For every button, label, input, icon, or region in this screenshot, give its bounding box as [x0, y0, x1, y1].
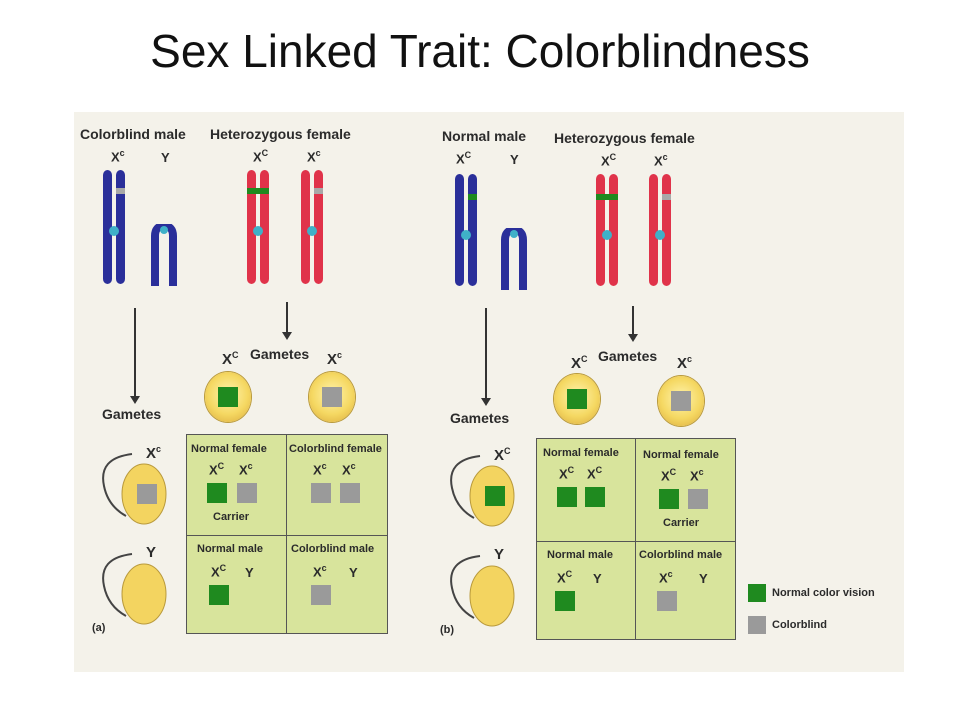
arrow-female-b [628, 306, 638, 342]
cell-a0-allele1: XC [209, 461, 225, 478]
legend-colorblind-label: Colorblind [772, 619, 827, 631]
gametes-female-a: Gametes [250, 346, 310, 362]
cell-b0-allele1: XC [559, 465, 575, 482]
colorblind-allele-square [688, 489, 708, 509]
sperm-cell-a2 [102, 553, 167, 625]
male-y-allele-b: Y [510, 152, 519, 167]
normal-allele-square [218, 387, 238, 407]
normal-allele-square [557, 487, 577, 507]
arrow-male-a [130, 308, 140, 404]
cell-a1-allele2: Xc [342, 461, 356, 478]
colorblind-allele-square [311, 585, 331, 605]
male-x-allele-b: XC [456, 150, 472, 167]
female-x2-chromosome-a [301, 170, 323, 284]
sperm-cell-b2 [450, 555, 515, 627]
cell-a3-title: Colorblind male [291, 543, 375, 555]
cell-a2-allele1: XC [211, 563, 227, 580]
cell-b3-allele2: Y [699, 571, 708, 586]
cell-b0-allele2: XC [587, 465, 603, 482]
sperm2-allele-b: Y [494, 546, 505, 563]
colorblind-allele-square [340, 483, 360, 503]
male-x-allele-a: Xc [111, 148, 125, 165]
legend-colorblind-swatch [748, 616, 766, 634]
egg1-allele-a: XC [222, 350, 239, 368]
page-title: Sex Linked Trait: Colorblindness [150, 25, 810, 77]
female-x2-chromosome-b [649, 174, 671, 286]
sperm1-allele-a: Xc [146, 444, 162, 462]
male-x-chromosome-b [455, 174, 477, 286]
male-y-allele-a: Y [161, 150, 170, 165]
normal-allele-square [207, 483, 227, 503]
egg-cell-b1 [554, 374, 600, 424]
female-x1-chromosome-a [247, 170, 269, 284]
normal-allele-square [585, 487, 605, 507]
cell-a2-allele2: Y [245, 565, 254, 580]
sperm2-allele-a: Y [146, 544, 157, 561]
gametes-male-b: Gametes [450, 410, 510, 426]
punnett-square-b: Normal female XC XC Normal female XC Xc … [536, 438, 736, 640]
arrow-male-b [481, 308, 491, 406]
egg2-allele-b: Xc [677, 354, 693, 372]
female-x2-allele-a: Xc [307, 148, 321, 165]
cell-a0-note: Carrier [213, 511, 250, 523]
male-y-chromosome-a [151, 224, 177, 286]
cell-b2-title: Normal male [547, 549, 614, 561]
normal-allele-square [567, 389, 587, 409]
female-x2-allele-b: Xc [654, 152, 668, 169]
legend-normal-swatch [748, 584, 766, 602]
normal-allele-square [659, 489, 679, 509]
egg1-allele-b: XC [571, 354, 588, 372]
egg-cell-a2 [309, 372, 355, 422]
colorblind-allele-square [657, 591, 677, 611]
egg2-allele-a: Xc [327, 350, 343, 368]
cell-b2-allele1: XC [557, 569, 573, 586]
female-x1-chromosome-b [596, 174, 618, 286]
cell-a0-title: Normal female [191, 443, 267, 455]
legend-normal-label: Normal color vision [772, 587, 875, 599]
panel-tag-b: (b) [440, 624, 455, 636]
panel-tag-a: (a) [92, 622, 106, 634]
normal-allele-square [209, 585, 229, 605]
cell-a3-allele2: Y [349, 565, 358, 580]
normal-allele-square [555, 591, 575, 611]
cell-b3-title: Colorblind male [639, 549, 723, 561]
colorblind-allele-square [237, 483, 257, 503]
sperm-cell-b1 [450, 455, 515, 527]
cell-b0-title: Normal female [543, 447, 619, 459]
cell-b1-note: Carrier [663, 517, 700, 529]
gametes-male-a: Gametes [102, 406, 162, 422]
arrow-female-a [282, 302, 292, 340]
cell-b1-allele2: Xc [690, 467, 704, 484]
colorblind-allele-square [322, 387, 342, 407]
cell-b1-title: Normal female [643, 449, 719, 461]
male-y-chromosome-b [501, 228, 527, 290]
heterozygous-female-label-a: Heterozygous female [210, 126, 351, 142]
colorblind-allele-square [311, 483, 331, 503]
sperm1-allele-b: XC [494, 446, 511, 464]
cell-b3-allele1: Xc [659, 569, 673, 586]
punnett-square-a: Normal female XC Xc Carrier Colorblind f… [186, 434, 388, 634]
colorblind-male-label: Colorblind male [80, 126, 186, 142]
egg-cell-a1 [205, 372, 251, 422]
gametes-female-b: Gametes [598, 348, 658, 364]
cell-b1-allele1: XC [661, 467, 677, 484]
egg-cell-b2 [658, 376, 704, 426]
figure: Colorblind male Heterozygous female Xc Y… [74, 112, 904, 672]
cell-a0-allele2: Xc [239, 461, 253, 478]
sperm-cell-a1 [102, 453, 167, 525]
colorblind-allele-square [671, 391, 691, 411]
cell-a1-allele1: Xc [313, 461, 327, 478]
cell-a2-title: Normal male [197, 543, 264, 555]
heterozygous-female-label-b: Heterozygous female [554, 130, 695, 146]
male-x-chromosome-a [103, 170, 125, 284]
female-x1-allele-a: XC [253, 148, 269, 165]
cell-b2-allele2: Y [593, 571, 602, 586]
cell-a3-allele1: Xc [313, 563, 327, 580]
cell-a1-title: Colorblind female [289, 443, 382, 455]
normal-male-label: Normal male [442, 128, 527, 144]
female-x1-allele-b: XC [601, 152, 617, 169]
